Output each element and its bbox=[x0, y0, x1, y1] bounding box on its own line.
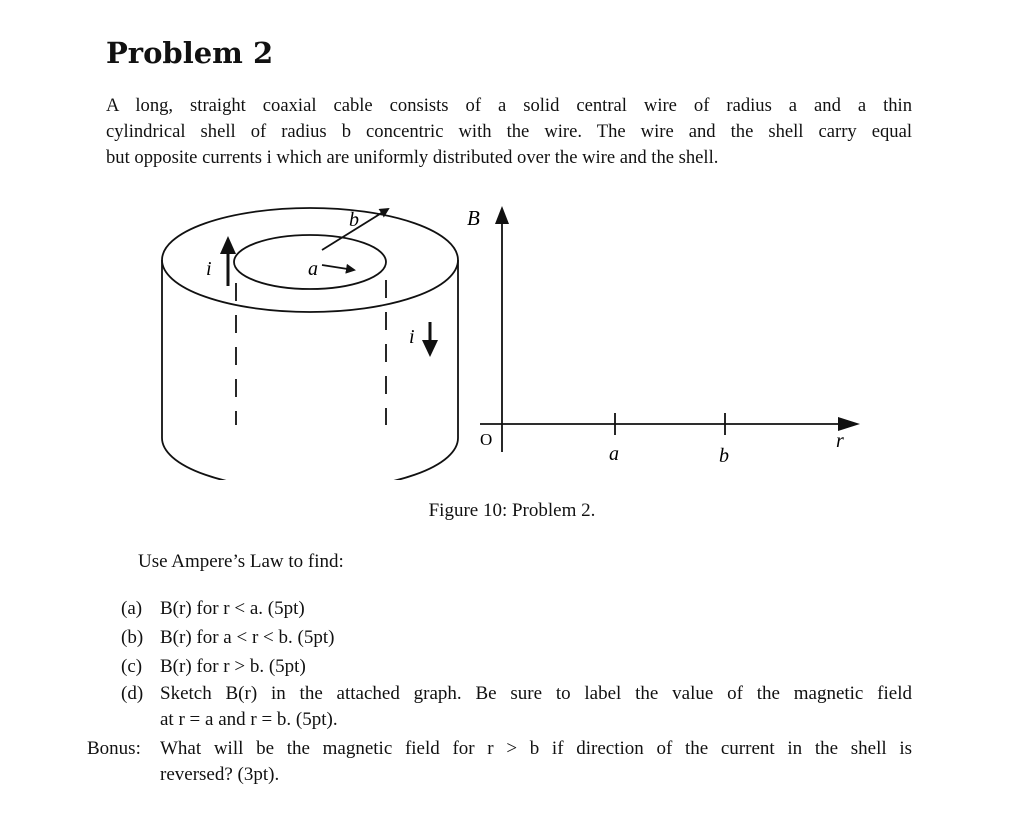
x-axis-arrowhead bbox=[838, 417, 860, 431]
list-item: (b) B(r) for a < r < b. (5pt) bbox=[0, 623, 1024, 652]
shell-bottom-edge bbox=[161, 437, 459, 480]
inner-wire-top bbox=[233, 234, 387, 290]
item-text: B(r) for r > b. (5pt) bbox=[160, 656, 306, 677]
problem-statement: A long, straight coaxial cable consists … bbox=[106, 93, 912, 171]
item-text-line: Sketch B(r) in the attached graph. Be su… bbox=[160, 683, 912, 704]
tick-b-label: b bbox=[719, 445, 729, 467]
item-label: (b) bbox=[121, 627, 144, 648]
item-label: (a) bbox=[121, 598, 143, 619]
current-up-arrow bbox=[220, 236, 236, 286]
current-down-arrow bbox=[422, 322, 438, 357]
statement-line: A long, straight coaxial cable consists … bbox=[106, 95, 912, 116]
current-up-label: i bbox=[206, 258, 212, 280]
task-list: (a) B(r) for r < a. (5pt) (b) B(r) for a… bbox=[0, 594, 1024, 791]
cable-drawing bbox=[161, 207, 459, 480]
outer-radius-label: b bbox=[349, 209, 359, 231]
radius-b-arrow bbox=[321, 207, 390, 251]
bonus-item: Bonus: What will be the magnetic field f… bbox=[0, 736, 1024, 791]
statement-line: but opposite currents i which are unifor… bbox=[106, 147, 719, 168]
bonus-text: What will be the magnetic field for r > … bbox=[160, 736, 912, 788]
bonus-text-line: reversed? (3pt). bbox=[160, 764, 280, 785]
item-text: B(r) for a < r < b. (5pt) bbox=[160, 627, 335, 648]
tick-a-label: a bbox=[609, 443, 619, 465]
list-item: (a) B(r) for r < a. (5pt) bbox=[0, 594, 1024, 623]
list-item: (d) Sketch B(r) in the attached graph. B… bbox=[0, 681, 1024, 736]
bonus-text-line: What will be the magnetic field for r > … bbox=[160, 738, 912, 759]
current-down-label: i bbox=[409, 326, 415, 348]
origin-label: O bbox=[480, 430, 492, 449]
item-text: Sketch B(r) in the attached graph. Be su… bbox=[160, 681, 912, 733]
problem-title: Problem 2 bbox=[106, 36, 274, 70]
task-intro: Use Ampere’s Law to find: bbox=[138, 551, 344, 572]
item-text-line: at r = a and r = b. (5pt). bbox=[160, 709, 338, 730]
bonus-label: Bonus: bbox=[87, 738, 141, 759]
figure-caption: Figure 10: Problem 2. bbox=[428, 500, 596, 521]
inner-radius-label: a bbox=[308, 258, 318, 280]
graph-axes bbox=[480, 222, 842, 452]
y-axis-arrowhead bbox=[495, 206, 509, 224]
item-text: B(r) for r < a. (5pt) bbox=[160, 598, 305, 619]
list-item: (c) B(r) for r > b. (5pt) bbox=[0, 652, 1024, 681]
statement-line: cylindrical shell of radius b concentric… bbox=[106, 121, 912, 142]
y-axis-label: B bbox=[467, 206, 480, 230]
radius-a-arrow bbox=[321, 263, 356, 274]
item-label: (c) bbox=[121, 656, 143, 677]
x-axis-label: r bbox=[836, 430, 844, 452]
coaxial-figure: b a i i B O a b r bbox=[161, 206, 860, 480]
item-label: (d) bbox=[121, 683, 144, 704]
